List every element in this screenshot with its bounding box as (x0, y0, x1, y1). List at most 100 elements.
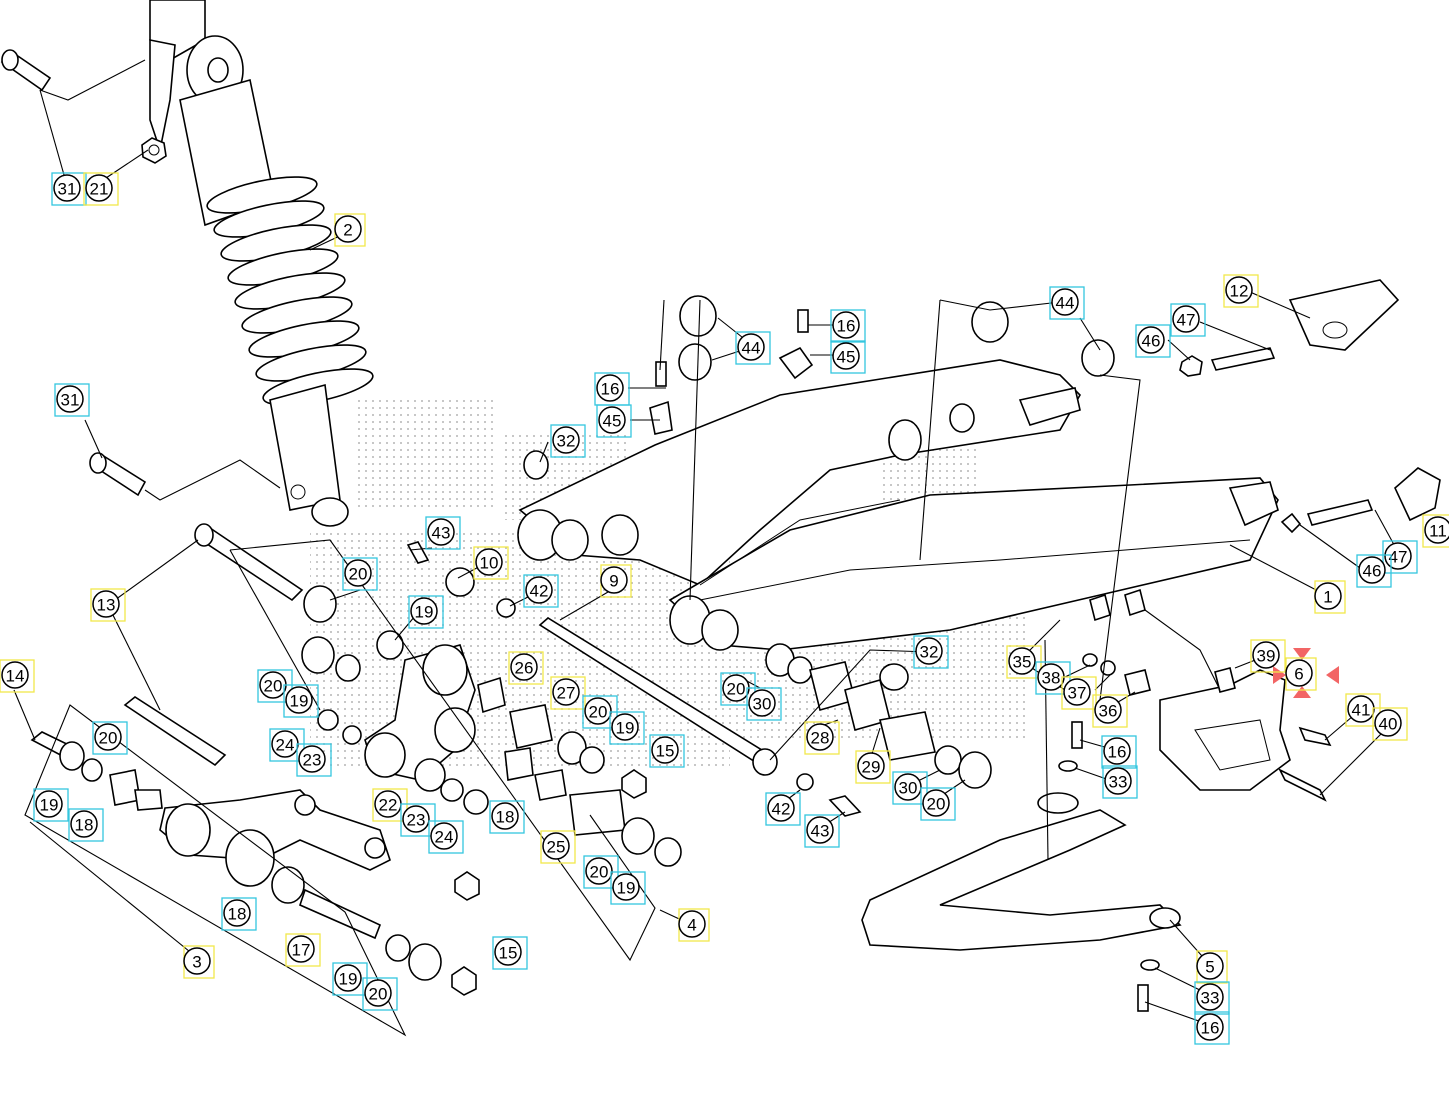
callout-box (1061, 676, 1097, 710)
callout-circle (1347, 695, 1375, 723)
callout-circle (183, 947, 211, 975)
callout-number: 16 (1201, 1019, 1220, 1038)
callout-circle (552, 678, 580, 706)
callout-circle (1103, 737, 1131, 765)
swingarm-pivot-axle (538, 617, 778, 776)
shock-bottom-bolt (89, 452, 147, 497)
callout-box (913, 635, 949, 669)
callout-number: 20 (589, 703, 608, 722)
callout-number: 22 (379, 796, 398, 815)
callout-box (596, 404, 632, 438)
callout-43: 43 (804, 814, 840, 848)
callout-number: 12 (1230, 282, 1249, 301)
callout-box (33, 788, 69, 822)
callout-number: 33 (1201, 989, 1220, 1008)
callout-number: 30 (753, 695, 772, 714)
callout-number: 30 (899, 779, 918, 798)
callout-circle (1196, 983, 1224, 1011)
callout-10: 10 (473, 546, 509, 580)
callout-43: 43 (425, 516, 461, 550)
callout-box (550, 676, 586, 710)
callout-4: 4 (678, 908, 710, 942)
chain-guide (1082, 653, 1332, 802)
callout-box (489, 800, 525, 834)
callout-box (1382, 540, 1418, 574)
callout-box (804, 814, 840, 848)
callout-11: 11 (1422, 514, 1449, 548)
callout-box (332, 962, 368, 996)
callout-circle (525, 576, 553, 604)
callout-circle (1051, 288, 1079, 316)
callout-number: 15 (499, 944, 518, 963)
callout-9: 9 (600, 564, 632, 598)
callout-box (296, 743, 332, 777)
frame-plugs (678, 295, 1115, 381)
marker-arrow (1293, 686, 1311, 698)
callout-20: 20 (342, 557, 378, 591)
callout-circle (1285, 659, 1313, 687)
callout-box (408, 595, 444, 629)
callout-circle (767, 794, 795, 822)
callout-circle (491, 802, 519, 830)
callout-box (830, 340, 866, 374)
callout-number: 4 (687, 916, 696, 935)
callout-circle (1424, 516, 1449, 544)
callout-box (1372, 707, 1408, 741)
callout-1: 1 (1314, 580, 1346, 614)
callout-circle (1172, 305, 1200, 333)
callout-circle (737, 333, 765, 361)
callout-box (649, 734, 685, 768)
callout-number: 9 (609, 572, 618, 591)
callout-23: 23 (296, 743, 332, 777)
callout-45: 45 (830, 340, 866, 374)
callout-44: 44 (735, 331, 771, 365)
callout-circle (598, 406, 626, 434)
callout-box (1049, 286, 1085, 320)
callout-number: 43 (432, 524, 451, 543)
callout-number: 24 (276, 736, 295, 755)
callout-circle (1225, 276, 1253, 304)
callout-box (855, 750, 891, 784)
callout-circle (92, 590, 120, 618)
callout-number: 19 (415, 603, 434, 622)
callout-number: 11 (1429, 522, 1447, 541)
callout-box (1092, 694, 1128, 728)
callout-number: 19 (616, 719, 635, 738)
callout-box (54, 383, 90, 417)
callout-box (765, 792, 801, 826)
callout-number: 16 (1108, 743, 1127, 762)
callout-number: 27 (557, 684, 576, 703)
callout-circle (832, 342, 860, 370)
callout-box (1223, 274, 1259, 308)
callout-circle (542, 832, 570, 860)
callout-18: 18 (489, 800, 525, 834)
callout-circle (1137, 326, 1165, 354)
callout-20: 20 (92, 721, 128, 755)
callout-number: 42 (530, 582, 549, 601)
callout-number: 15 (656, 742, 675, 761)
pivot-bearings (765, 643, 992, 789)
callout-number: 20 (927, 795, 946, 814)
callout-24: 24 (269, 728, 305, 762)
callout-41: 41 (1345, 693, 1381, 727)
callout-31: 31 (51, 172, 87, 206)
callout-circle (1358, 556, 1386, 584)
callout-box (362, 977, 398, 1011)
callout-circle (600, 566, 628, 594)
chain-slider (861, 721, 1182, 1012)
callout-27: 27 (550, 676, 586, 710)
callout-39: 39 (1250, 639, 1286, 673)
callout-box (1250, 639, 1286, 673)
callout-32: 32 (913, 635, 949, 669)
callout-circle (1094, 696, 1122, 724)
callout-box (68, 808, 104, 842)
callout-19: 19 (408, 595, 444, 629)
callout-circle (806, 816, 834, 844)
callout-number: 18 (228, 905, 247, 924)
callout-number: 44 (742, 339, 761, 358)
callout-box (83, 172, 119, 206)
callout-number: 14 (6, 667, 25, 686)
callout-31: 31 (54, 383, 90, 417)
